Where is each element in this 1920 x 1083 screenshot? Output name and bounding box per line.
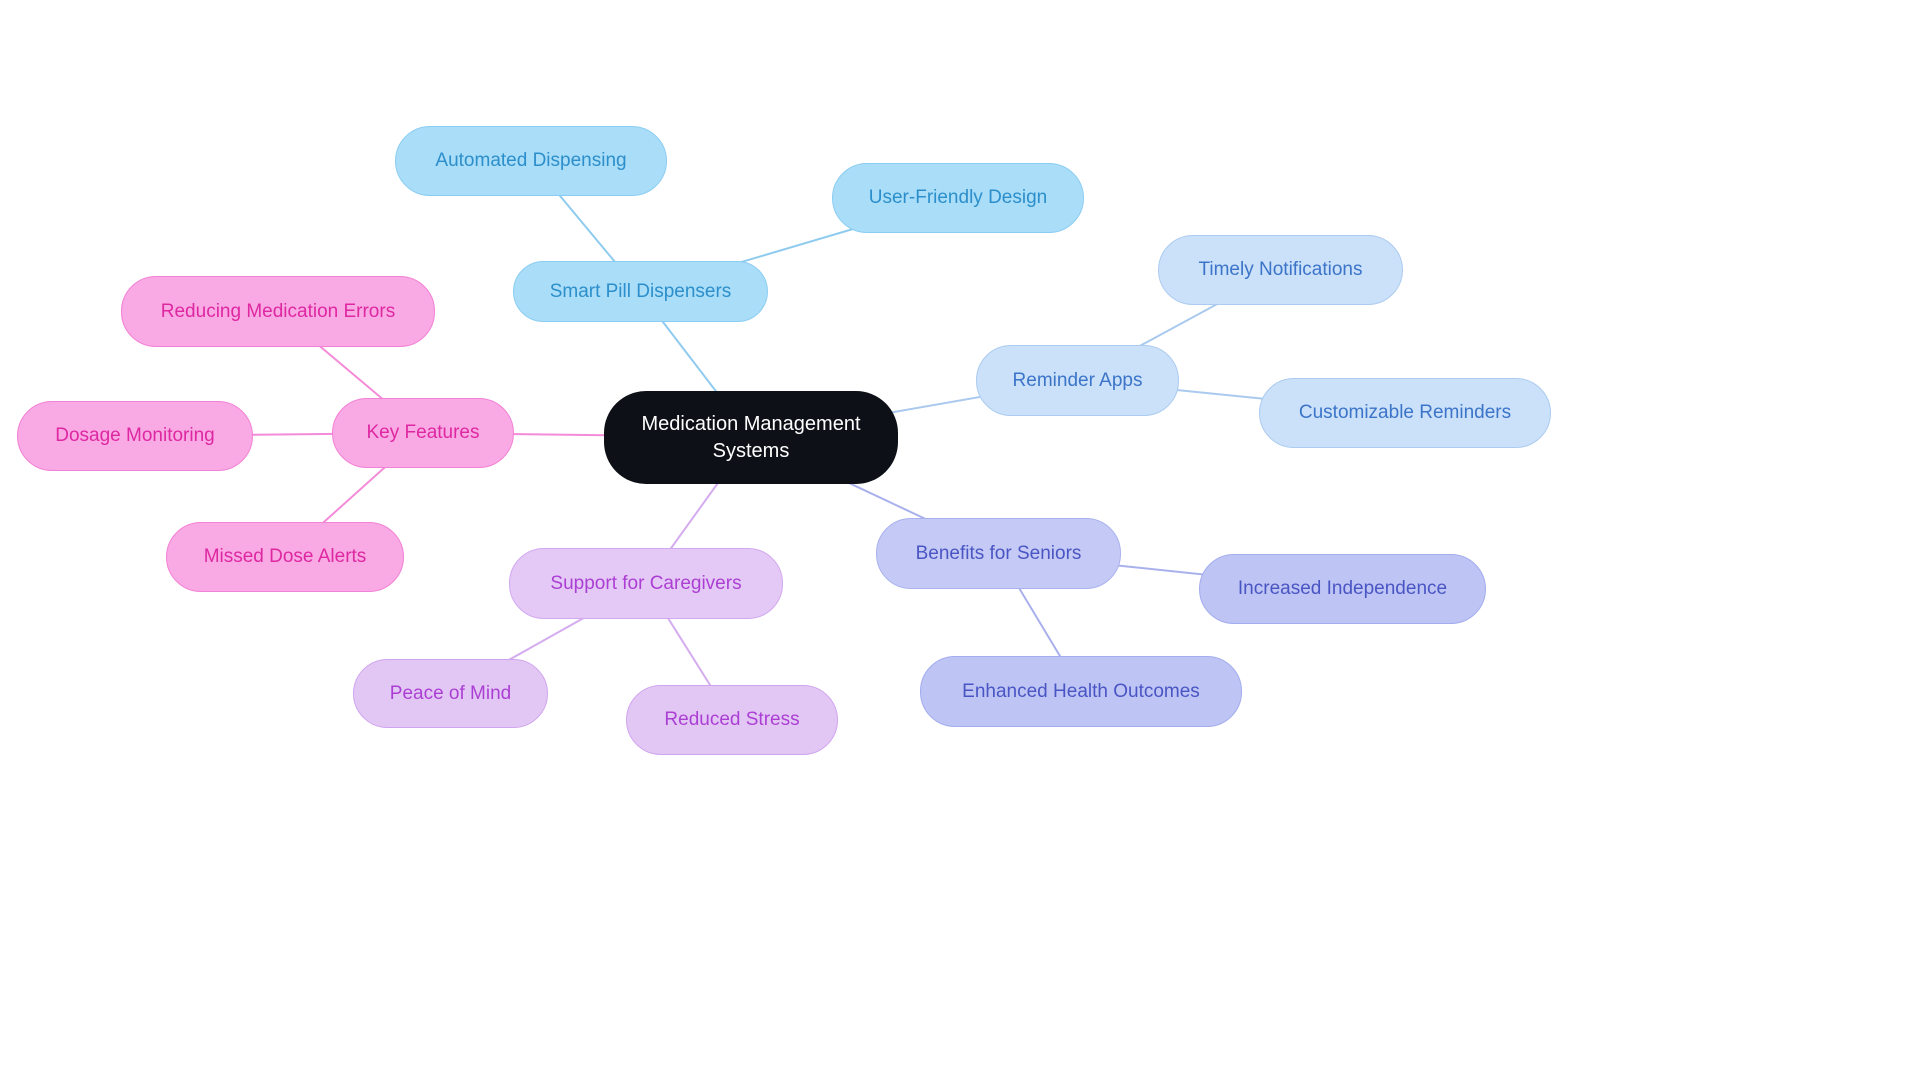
node-reducing-medication-errors: Reducing Medication Errors bbox=[121, 276, 435, 347]
node-label: User-Friendly Design bbox=[868, 187, 1048, 209]
node-label: Enhanced Health Outcomes bbox=[962, 680, 1200, 702]
node-label: Missed Dose Alerts bbox=[203, 546, 367, 568]
node-reminder-apps: Reminder Apps bbox=[976, 345, 1179, 416]
node-reduced-stress: Reduced Stress bbox=[626, 685, 838, 755]
node-customizable-reminders: Customizable Reminders bbox=[1259, 378, 1551, 448]
node-automated-dispensing: Automated Dispensing bbox=[395, 126, 667, 196]
node-label: Support for Caregivers bbox=[550, 572, 742, 594]
node-label: Medication Management Systems bbox=[641, 412, 861, 462]
node-user-friendly-design: User-Friendly Design bbox=[832, 163, 1084, 233]
node-label: Benefits for Seniors bbox=[915, 542, 1082, 564]
node-label: Timely Notifications bbox=[1198, 259, 1363, 281]
node-label: Dosage Monitoring bbox=[55, 425, 215, 447]
node-benefits-for-seniors: Benefits for Seniors bbox=[876, 518, 1121, 589]
node-timely-notifications: Timely Notifications bbox=[1158, 235, 1403, 305]
node-increased-independence: Increased Independence bbox=[1199, 554, 1486, 624]
node-label: Reduced Stress bbox=[664, 709, 800, 731]
node-support-for-caregivers: Support for Caregivers bbox=[509, 548, 783, 619]
node-peace-of-mind: Peace of Mind bbox=[353, 659, 548, 728]
node-enhanced-health-outcomes: Enhanced Health Outcomes bbox=[920, 656, 1242, 727]
node-key-features: Key Features bbox=[332, 398, 514, 468]
node-missed-dose-alerts: Missed Dose Alerts bbox=[166, 522, 404, 592]
node-dosage-monitoring: Dosage Monitoring bbox=[17, 401, 253, 471]
node-label: Smart Pill Dispensers bbox=[549, 280, 732, 302]
node-label: Automated Dispensing bbox=[435, 150, 627, 172]
node-label: Peace of Mind bbox=[389, 682, 512, 704]
node-label: Increased Independence bbox=[1237, 578, 1448, 600]
node-label: Reminder Apps bbox=[1012, 369, 1143, 391]
node-label: Key Features bbox=[366, 422, 480, 444]
node-medication-management-systems: Medication Management Systems bbox=[604, 391, 898, 484]
node-label: Customizable Reminders bbox=[1298, 402, 1512, 424]
node-smart-pill-dispensers: Smart Pill Dispensers bbox=[513, 261, 768, 322]
node-label: Reducing Medication Errors bbox=[160, 300, 396, 322]
